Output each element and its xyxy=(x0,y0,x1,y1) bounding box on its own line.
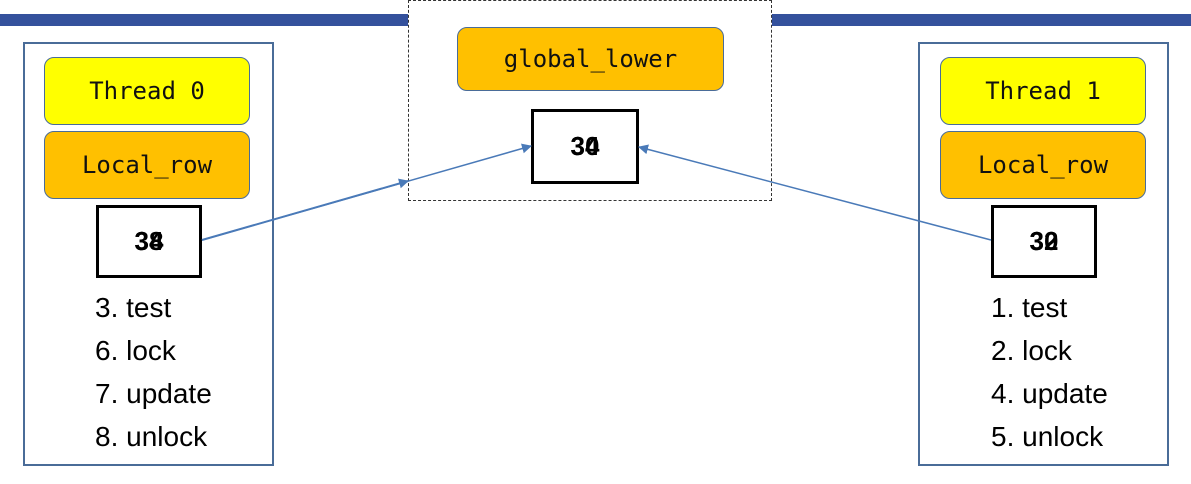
thread-1-to-global-arrow xyxy=(638,144,992,241)
thread-1-title: Thread 1 xyxy=(940,57,1146,125)
thread-1-step: 5. unlock xyxy=(991,421,1104,452)
thread-0-step: 6. lock xyxy=(95,335,176,366)
thread-0-local-row-label: Local_row xyxy=(44,131,250,199)
thread-1-local-row-value-box: 30 32 xyxy=(991,205,1097,278)
thread-0-local-row-value: 38 34 xyxy=(134,226,164,256)
thread-1-local-row-label: Local_row xyxy=(940,131,1146,199)
thread-0-step: 3. test xyxy=(95,292,172,323)
thread-0-step: 8. unlock xyxy=(95,421,208,452)
thread-0-local-row-value-box: 38 34 xyxy=(96,205,202,278)
thread-0-title: Thread 0 xyxy=(44,57,250,125)
thread-0-to-global-arrow xyxy=(201,143,532,241)
global-lower-label: global_lower xyxy=(457,27,724,91)
thread-1-step: 4. update xyxy=(991,378,1108,409)
thread-0-step-list: 3. test 6. lock 7. update 8. unlock xyxy=(95,286,212,458)
thread-1-step: 1. test xyxy=(991,292,1068,323)
thread-0-step: 7. update xyxy=(95,378,212,409)
global-lower-value: 30 34 xyxy=(570,131,600,161)
thread-1-step: 2. lock xyxy=(991,335,1072,366)
thread-1-step-list: 1. test 2. lock 4. update 5. unlock xyxy=(991,286,1108,458)
thread-1-local-row-value: 30 32 xyxy=(1029,226,1059,256)
global-lower-value-box: 30 34 xyxy=(531,109,639,184)
